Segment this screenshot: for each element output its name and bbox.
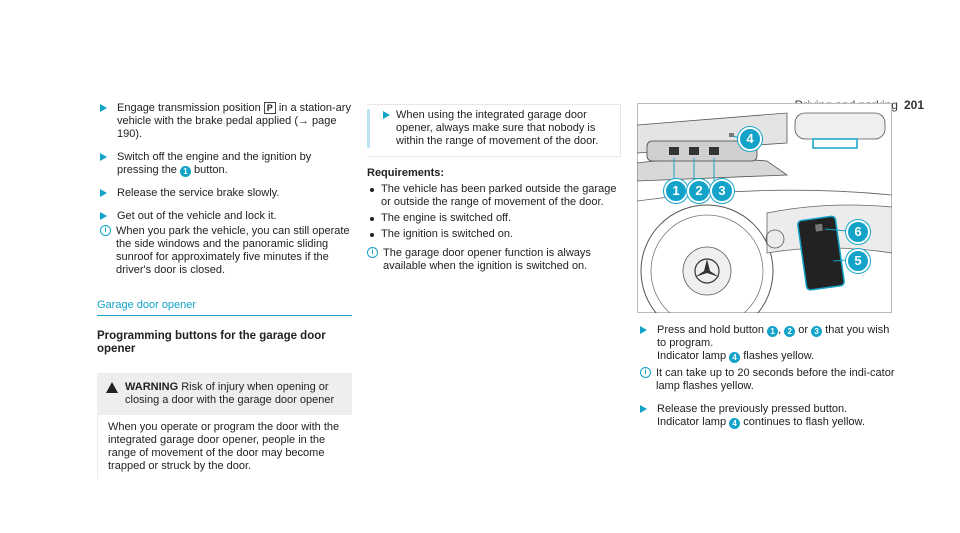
- column-right: Press and hold button 1, 2 or 3 that you…: [637, 324, 897, 439]
- section-title: Garage door opener: [97, 299, 197, 311]
- callout-number: 1: [767, 326, 779, 337]
- callout-number: 4: [729, 352, 741, 363]
- info-icon: i: [367, 247, 378, 258]
- step-release-brake: Release the service brake slowly.: [97, 187, 352, 200]
- info-icon: i: [640, 367, 651, 378]
- subheading: Programming buttons for the garage door …: [97, 330, 326, 355]
- warning-header: WARNING Risk of injury when opening or c…: [97, 373, 352, 415]
- section-divider: [97, 315, 352, 316]
- figure-callout-5: 5: [846, 249, 870, 273]
- gear-p-symbol: P: [263, 102, 276, 114]
- warning-body: When you operate or program the door wit…: [97, 415, 352, 479]
- step-lock-vehicle: Get out of the vehicle and lock it.: [97, 210, 352, 223]
- callout-number: 1: [179, 166, 191, 177]
- warning-label: WARNING: [125, 381, 179, 393]
- action-arrow-icon: [100, 189, 107, 197]
- column-left: Engage transmission position P in a stat…: [97, 102, 352, 479]
- requirements-label: Requirements:: [367, 167, 445, 179]
- note-side-windows: i When you park the vehicle, you can sti…: [100, 225, 352, 277]
- step-release-button: Release the previously pressed button. I…: [637, 403, 897, 429]
- figure-callout-2: 2: [687, 179, 711, 203]
- step-engage-park: Engage transmission position P in a stat…: [97, 102, 352, 141]
- boxed-step-box: When using the integrated garage door op…: [367, 104, 621, 157]
- page-number: 201: [903, 98, 924, 112]
- callout-number: 4: [729, 418, 741, 429]
- action-arrow-icon: [100, 212, 107, 220]
- step-switch-off-engine: Switch off the engine and the ignition b…: [97, 151, 352, 177]
- action-arrow-icon: [100, 153, 107, 161]
- action-arrow-icon: [640, 405, 647, 413]
- action-arrow-icon: [383, 111, 390, 119]
- warning-title: Risk of injury when opening or closing a…: [125, 381, 335, 406]
- action-arrow-icon: [100, 104, 107, 112]
- requirement-item: The ignition is switched on.: [367, 228, 621, 241]
- section-garage-door-opener: Garage door opener: [97, 299, 352, 316]
- callout-number: 3: [811, 326, 823, 337]
- action-arrow-icon: [640, 326, 647, 334]
- figure-callout-3: 3: [710, 179, 734, 203]
- garage-opener-illustration: 4 1 2 3 6 5: [636, 103, 893, 338]
- figure-callout-6: 6: [846, 220, 870, 244]
- requirement-item: The vehicle has been parked outside the …: [367, 183, 621, 209]
- note-twenty-seconds: i It can take up to 20 seconds before th…: [640, 367, 897, 393]
- column-middle: When using the integrated garage door op…: [367, 104, 621, 273]
- requirement-item: The engine is switched off.: [367, 212, 621, 225]
- warning-triangle-icon: [106, 382, 118, 393]
- info-icon: i: [100, 225, 111, 236]
- figure-callout-1: 1: [664, 179, 688, 203]
- step-press-hold: Press and hold button 1, 2 or 3 that you…: [637, 324, 897, 363]
- warning-box: WARNING Risk of injury when opening or c…: [97, 373, 352, 479]
- step-check-range: When using the integrated garage door op…: [367, 109, 612, 148]
- figure-callout-4: 4: [738, 127, 762, 151]
- cockpit-illustration: [636, 103, 893, 338]
- note-always-available: i The garage door opener function is alw…: [367, 247, 621, 273]
- callout-number: 2: [784, 326, 796, 337]
